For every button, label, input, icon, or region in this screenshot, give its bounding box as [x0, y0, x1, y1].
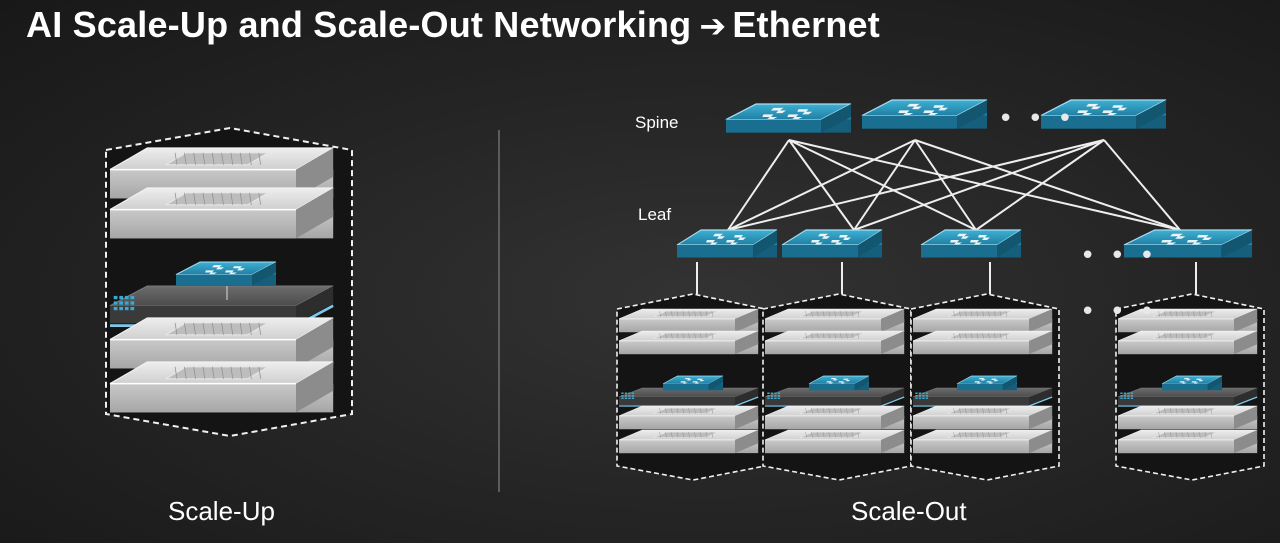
section-divider — [498, 130, 500, 492]
pod-rack — [910, 293, 1060, 481]
pod-rack — [762, 293, 912, 481]
spine-switch-icon — [861, 99, 988, 130]
title-arrow-icon: ➔ — [699, 7, 727, 45]
leaf-switch-icon — [676, 229, 778, 259]
pod-rack — [1115, 293, 1265, 481]
scale-out-label: Scale-Out — [851, 496, 967, 526]
spine-switch-icon — [725, 103, 852, 134]
scale-up-rack — [105, 126, 353, 438]
leaf-label: Leaf — [638, 205, 672, 224]
pod-ellipsis: • • • — [1080, 297, 1158, 327]
leaf-pod-links — [696, 262, 1197, 294]
title-prefix: AI Scale-Up and Scale-Out Networking — [26, 4, 692, 45]
title-suffix: Ethernet — [732, 4, 880, 45]
spine-ellipsis: • • • — [998, 104, 1076, 134]
slide-title: AI Scale-Up and Scale-Out Networking➔Eth… — [26, 2, 880, 49]
scale-up-label: Scale-Up — [168, 496, 275, 526]
leaf-switch-icon — [781, 229, 883, 259]
pod-rack — [616, 293, 766, 481]
leaf-switch-icon — [920, 229, 1022, 259]
fabric-links — [727, 139, 1181, 231]
leaf-ellipsis: • • • — [1080, 241, 1158, 271]
spine-label: Spine — [635, 113, 679, 132]
